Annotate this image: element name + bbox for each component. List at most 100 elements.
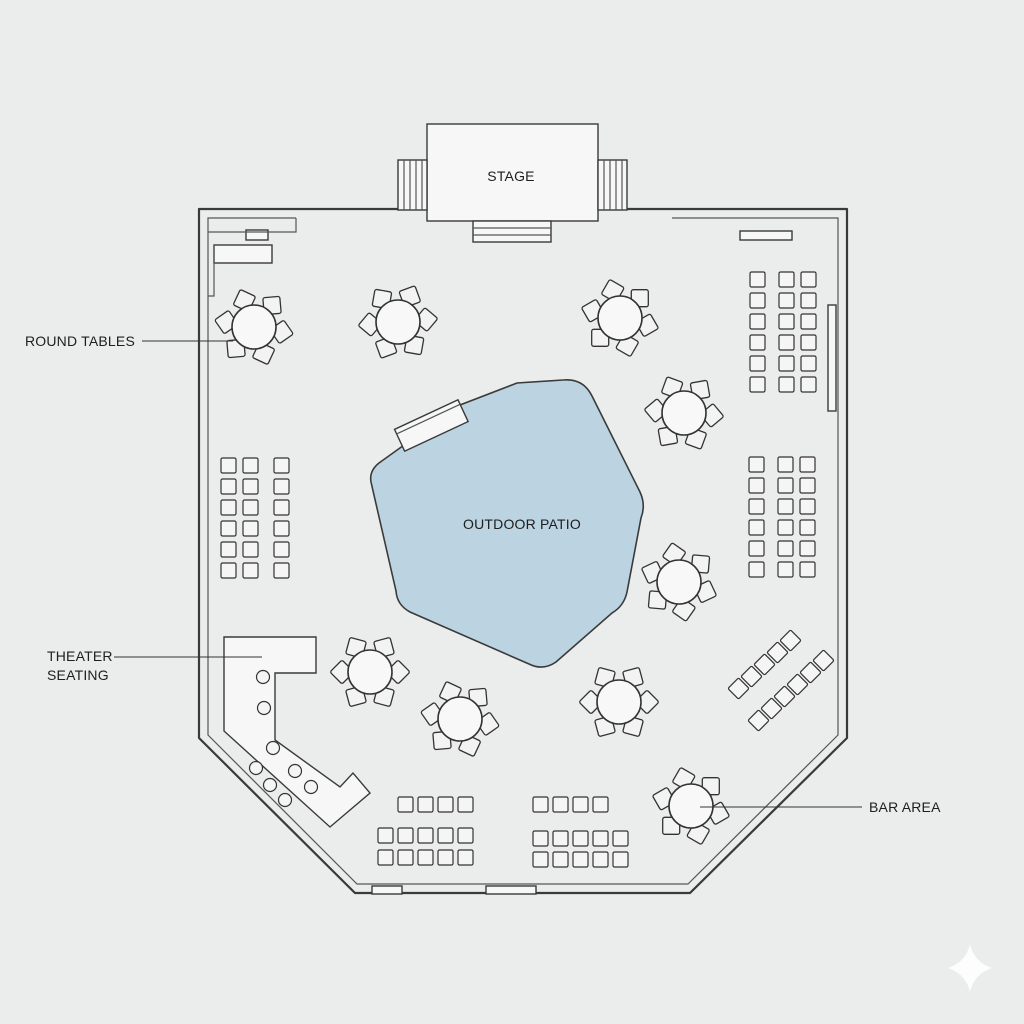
- seat: [273, 520, 290, 537]
- seat: [799, 540, 816, 557]
- seat: [242, 520, 259, 537]
- seat: [800, 376, 817, 393]
- seat: [612, 851, 629, 868]
- seat: [242, 562, 259, 579]
- seat: [799, 456, 816, 473]
- seat: [760, 697, 783, 720]
- seat: [532, 796, 549, 813]
- bar-counter: [223, 636, 371, 828]
- seat: [612, 830, 629, 847]
- round-table: [579, 667, 659, 737]
- seat: [592, 796, 609, 813]
- table-top: [596, 679, 642, 725]
- bar-stool: [265, 740, 281, 756]
- seat: [220, 520, 237, 537]
- seat: [800, 292, 817, 309]
- stage-platform: [426, 123, 599, 222]
- bar-stool: [248, 760, 264, 776]
- table-top: [375, 299, 421, 345]
- table-top: [668, 783, 714, 829]
- seat: [273, 562, 290, 579]
- table-top: [656, 559, 702, 605]
- seat: [749, 313, 766, 330]
- bar-stool: [287, 763, 303, 779]
- seat-block-bottom-mid: [532, 830, 629, 868]
- round-tables: [214, 279, 730, 845]
- service-shelf: [245, 229, 269, 241]
- seat: [799, 498, 816, 515]
- round-table: [214, 289, 294, 365]
- seat: [552, 796, 569, 813]
- seat: [748, 519, 765, 536]
- seat-row-bottom-mid-front: [532, 796, 609, 813]
- seat: [242, 457, 259, 474]
- seat: [572, 796, 589, 813]
- seat: [220, 499, 237, 516]
- seat: [749, 292, 766, 309]
- inner-wall: [207, 217, 839, 885]
- seat-block-bottom-left: [377, 827, 474, 866]
- seat: [812, 649, 835, 672]
- seat: [777, 498, 794, 515]
- nook-wall-2: [208, 245, 215, 297]
- round-table: [652, 767, 730, 845]
- seat-diagonal-row-1: [727, 629, 802, 700]
- seat: [777, 561, 794, 578]
- seat: [799, 477, 816, 494]
- seat: [417, 827, 434, 844]
- bar-stool: [277, 792, 293, 808]
- table-top: [231, 304, 277, 350]
- seat: [273, 457, 290, 474]
- seat: [778, 271, 795, 288]
- theater-seating: [220, 271, 835, 868]
- seat: [242, 499, 259, 516]
- stage-steps-front: [472, 220, 552, 243]
- seat: [748, 561, 765, 578]
- door-center: [485, 885, 537, 895]
- seat: [592, 830, 609, 847]
- stage-steps-right: [597, 159, 628, 211]
- seat: [740, 665, 763, 688]
- bar-stool: [303, 779, 319, 795]
- seat: [800, 313, 817, 330]
- bar-stool: [255, 669, 271, 685]
- seat: [397, 796, 414, 813]
- seat: [799, 661, 822, 684]
- seat-block-mid-right: [748, 456, 816, 578]
- table-top: [661, 390, 707, 436]
- stage-label: STAGE: [487, 168, 534, 184]
- seat: [417, 796, 434, 813]
- round-table: [641, 542, 717, 622]
- round-tables-label: ROUND TABLES: [25, 333, 135, 349]
- seat: [773, 685, 796, 708]
- seat: [273, 478, 290, 495]
- seat: [800, 271, 817, 288]
- seat: [766, 641, 789, 664]
- seat: [552, 851, 569, 868]
- table-top: [437, 696, 483, 742]
- bar-counter-shape: [223, 636, 371, 828]
- seat: [778, 376, 795, 393]
- nook-wall: [208, 218, 297, 233]
- seat: [417, 849, 434, 866]
- seat: [778, 313, 795, 330]
- seat: [273, 499, 290, 516]
- seat: [220, 562, 237, 579]
- seat: [786, 673, 809, 696]
- seat: [572, 830, 589, 847]
- side-panel-right: [827, 304, 837, 412]
- seat: [749, 271, 766, 288]
- table-top: [347, 649, 393, 695]
- round-table: [581, 279, 659, 357]
- seat-block-top-right: [749, 271, 817, 393]
- seat: [748, 477, 765, 494]
- bar-stool: [256, 700, 272, 716]
- theater-seating-label-line2: SEATING: [47, 667, 109, 683]
- round-table: [420, 681, 500, 757]
- seat-block-left: [220, 457, 290, 579]
- round-table: [330, 637, 410, 707]
- seat: [800, 355, 817, 372]
- seat: [748, 498, 765, 515]
- seat: [437, 796, 454, 813]
